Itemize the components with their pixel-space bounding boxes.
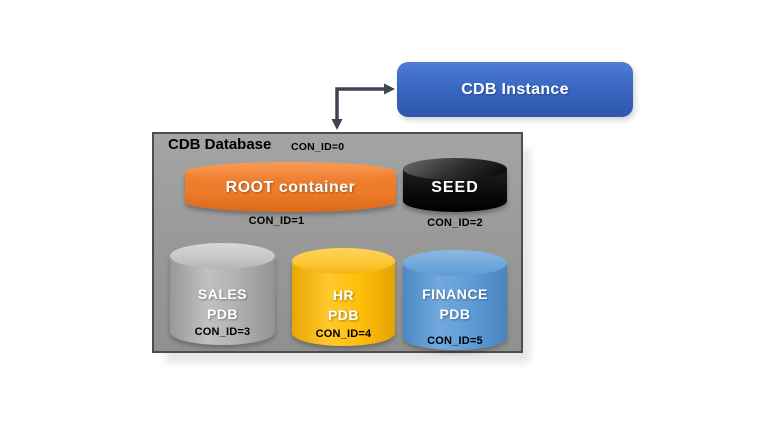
cylinder-top-ellipse [292, 248, 395, 274]
cylinder-top-ellipse [170, 243, 275, 269]
root-container-cylinder: ROOT container [185, 162, 396, 212]
finance-pdb-cylinder: FINANCE PDB CON_ID=5 [403, 250, 507, 350]
cdb-instance-box: CDB Instance [397, 62, 633, 117]
cylinder-top-ellipse [403, 250, 507, 276]
root-container-label: ROOT container [225, 179, 356, 196]
cylinder-top-ellipse [403, 158, 507, 180]
cdb-database-title: CDB Database [168, 136, 272, 153]
hr-conid-label: CON_ID=4 [315, 328, 372, 340]
seed-conid-label: CON_ID=2 [427, 217, 483, 229]
cylinder-body [170, 256, 275, 345]
root-conid-label: CON_ID=1 [248, 215, 305, 227]
sales-conid-label: CON_ID=3 [194, 326, 251, 338]
sales-pdb-label: SALES PDB [197, 286, 248, 322]
cylinder-body [403, 263, 507, 350]
sales-pdb-cylinder: SALES PDB CON_ID=3 [170, 243, 275, 345]
hr-pdb-cylinder: HR PDB CON_ID=4 [292, 248, 395, 346]
cylinder-top-ellipse [185, 162, 396, 182]
cylinder-body [292, 261, 395, 346]
finance-pdb-label: FINANCE PDB [422, 286, 488, 322]
seed-cylinder: SEED [403, 158, 507, 212]
finance-conid-label: CON_ID=5 [427, 335, 483, 347]
cdb-instance-label: CDB Instance [461, 80, 569, 98]
hr-pdb-label: HR PDB [327, 287, 360, 323]
seed-label: SEED [431, 179, 479, 196]
cdb-database-conid: CON_ID=0 [291, 141, 345, 153]
cdb-database-box: CDB Database CON_ID=0 ROOT container CON… [152, 132, 523, 353]
